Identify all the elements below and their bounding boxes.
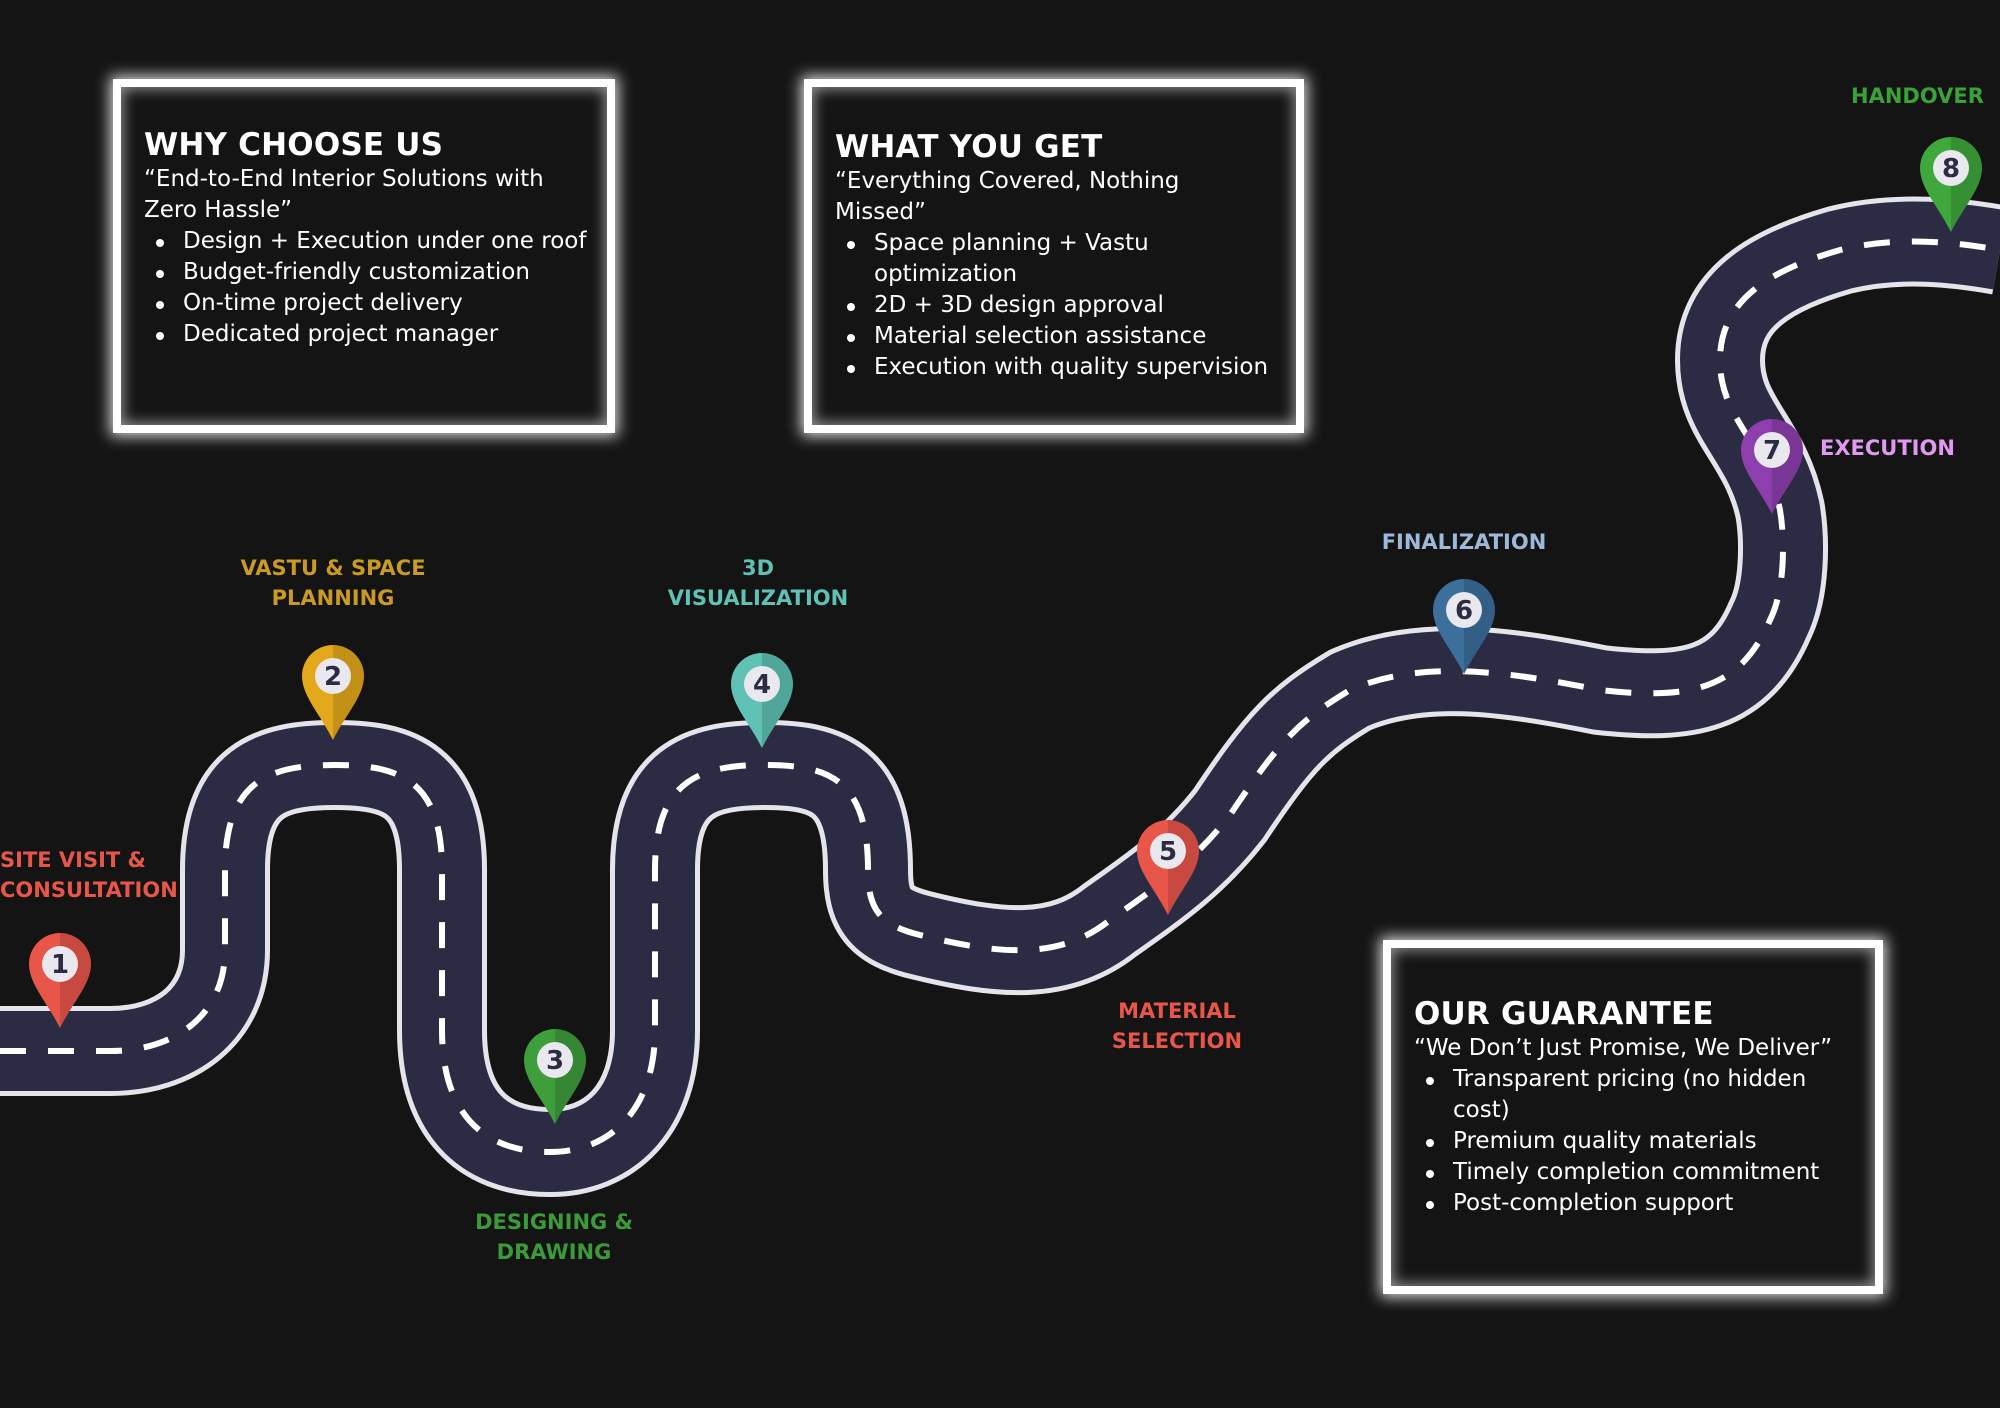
stop-label-line: VISUALIZATION: [667, 586, 849, 610]
stop-label-site-visit: SITE VISIT & CONSULTATION: [0, 845, 178, 905]
what-you-get-box: WHAT YOU GET “Everything Covered, Nothin…: [804, 79, 1304, 433]
list-item: Design + Execution under one roof: [144, 226, 587, 257]
stop-label-line: 3D: [741, 556, 775, 580]
our-guarantee-box: OUR GUARANTEE “We Don’t Just Promise, We…: [1383, 940, 1883, 1294]
stop-label-line: DESIGNING &: [475, 1210, 633, 1234]
stop-label-line: HANDOVER: [1851, 84, 1984, 108]
pin-number-4: 4: [753, 670, 771, 700]
pin-number-6: 6: [1455, 596, 1473, 626]
list-item: Space planning + Vastu optimization: [835, 228, 1276, 290]
list-item: On-time project delivery: [144, 288, 587, 319]
pin-number-7: 7: [1763, 436, 1781, 466]
stop-label-line: FINALIZATION: [1381, 530, 1547, 554]
map-pin-icon-7: 7: [1741, 419, 1803, 514]
stop-label-handover: HANDOVER: [1851, 81, 1984, 111]
stop-label-designing: DESIGNING & DRAWING: [454, 1207, 654, 1267]
stop-label-vastu: VASTU & SPACE PLANNING: [233, 553, 433, 613]
pin-number-5: 5: [1159, 837, 1177, 867]
stop-label-line: SELECTION: [1111, 1029, 1243, 1053]
pin-number-2: 2: [324, 662, 342, 692]
our-guarantee-title: OUR GUARANTEE: [1414, 996, 1714, 1032]
list-item: Material selection assistance: [835, 321, 1276, 352]
what-you-get-subtitle: “Everything Covered, Nothing Missed”: [835, 168, 1180, 225]
list-item: Dedicated project manager: [144, 319, 587, 350]
what-you-get-title: WHAT YOU GET: [835, 129, 1103, 165]
pin-number-8: 8: [1942, 154, 1960, 184]
why-choose-us-list: Design + Execution under one roof Budget…: [144, 226, 587, 350]
what-you-get-list: Space planning + Vastu optimization 2D +…: [835, 228, 1276, 383]
pin-number-1: 1: [51, 950, 69, 980]
stop-label-line: SITE VISIT &: [0, 848, 146, 872]
map-pin-icon-3: 3: [524, 1029, 586, 1124]
map-pin-icon-8: 8: [1920, 137, 1982, 232]
map-pin-icon-6: 6: [1433, 579, 1495, 674]
stop-label-line: DRAWING: [496, 1240, 612, 1264]
why-choose-us-subtitle: “End-to-End Interior Solutions with Zero…: [144, 166, 544, 223]
why-choose-us-title: WHY CHOOSE US: [144, 127, 444, 163]
map-pin-icon-4: 4: [731, 653, 793, 748]
why-choose-us-box: WHY CHOOSE US “End-to-End Interior Solut…: [113, 79, 615, 433]
stop-label-line: VASTU & SPACE: [240, 556, 426, 580]
list-item: Budget-friendly customization: [144, 257, 587, 288]
map-pin-icon-1: 1: [29, 933, 91, 1028]
list-item: Transparent pricing (no hidden cost): [1414, 1064, 1855, 1126]
list-item: 2D + 3D design approval: [835, 290, 1276, 321]
stop-label-execution: EXECUTION: [1820, 433, 1955, 463]
stop-label-line: EXECUTION: [1820, 436, 1955, 460]
our-guarantee-subtitle: “We Don’t Just Promise, We Deliver”: [1414, 1035, 1833, 1061]
list-item: Premium quality materials: [1414, 1126, 1855, 1157]
list-item: Timely completion commitment: [1414, 1157, 1855, 1188]
stop-label-line: PLANNING: [271, 586, 395, 610]
map-pin-icon-2: 2: [302, 645, 364, 740]
stop-label-line: MATERIAL: [1118, 999, 1236, 1023]
map-pin-icon-5: 5: [1137, 820, 1199, 915]
list-item: Post-completion support: [1414, 1188, 1855, 1219]
pin-number-3: 3: [546, 1046, 564, 1076]
road-center-dashes: [0, 238, 2000, 1156]
stop-label-line: CONSULTATION: [0, 878, 178, 902]
bottom-border-strip: [0, 1408, 2000, 1410]
stop-label-3d-visualization: 3D VISUALIZATION: [658, 553, 858, 613]
our-guarantee-list: Transparent pricing (no hidden cost) Pre…: [1414, 1064, 1855, 1219]
stop-label-finalization: FINALIZATION: [1364, 527, 1564, 557]
stop-label-material-selection: MATERIAL SELECTION: [1077, 996, 1277, 1056]
list-item: Execution with quality supervision: [835, 352, 1276, 383]
